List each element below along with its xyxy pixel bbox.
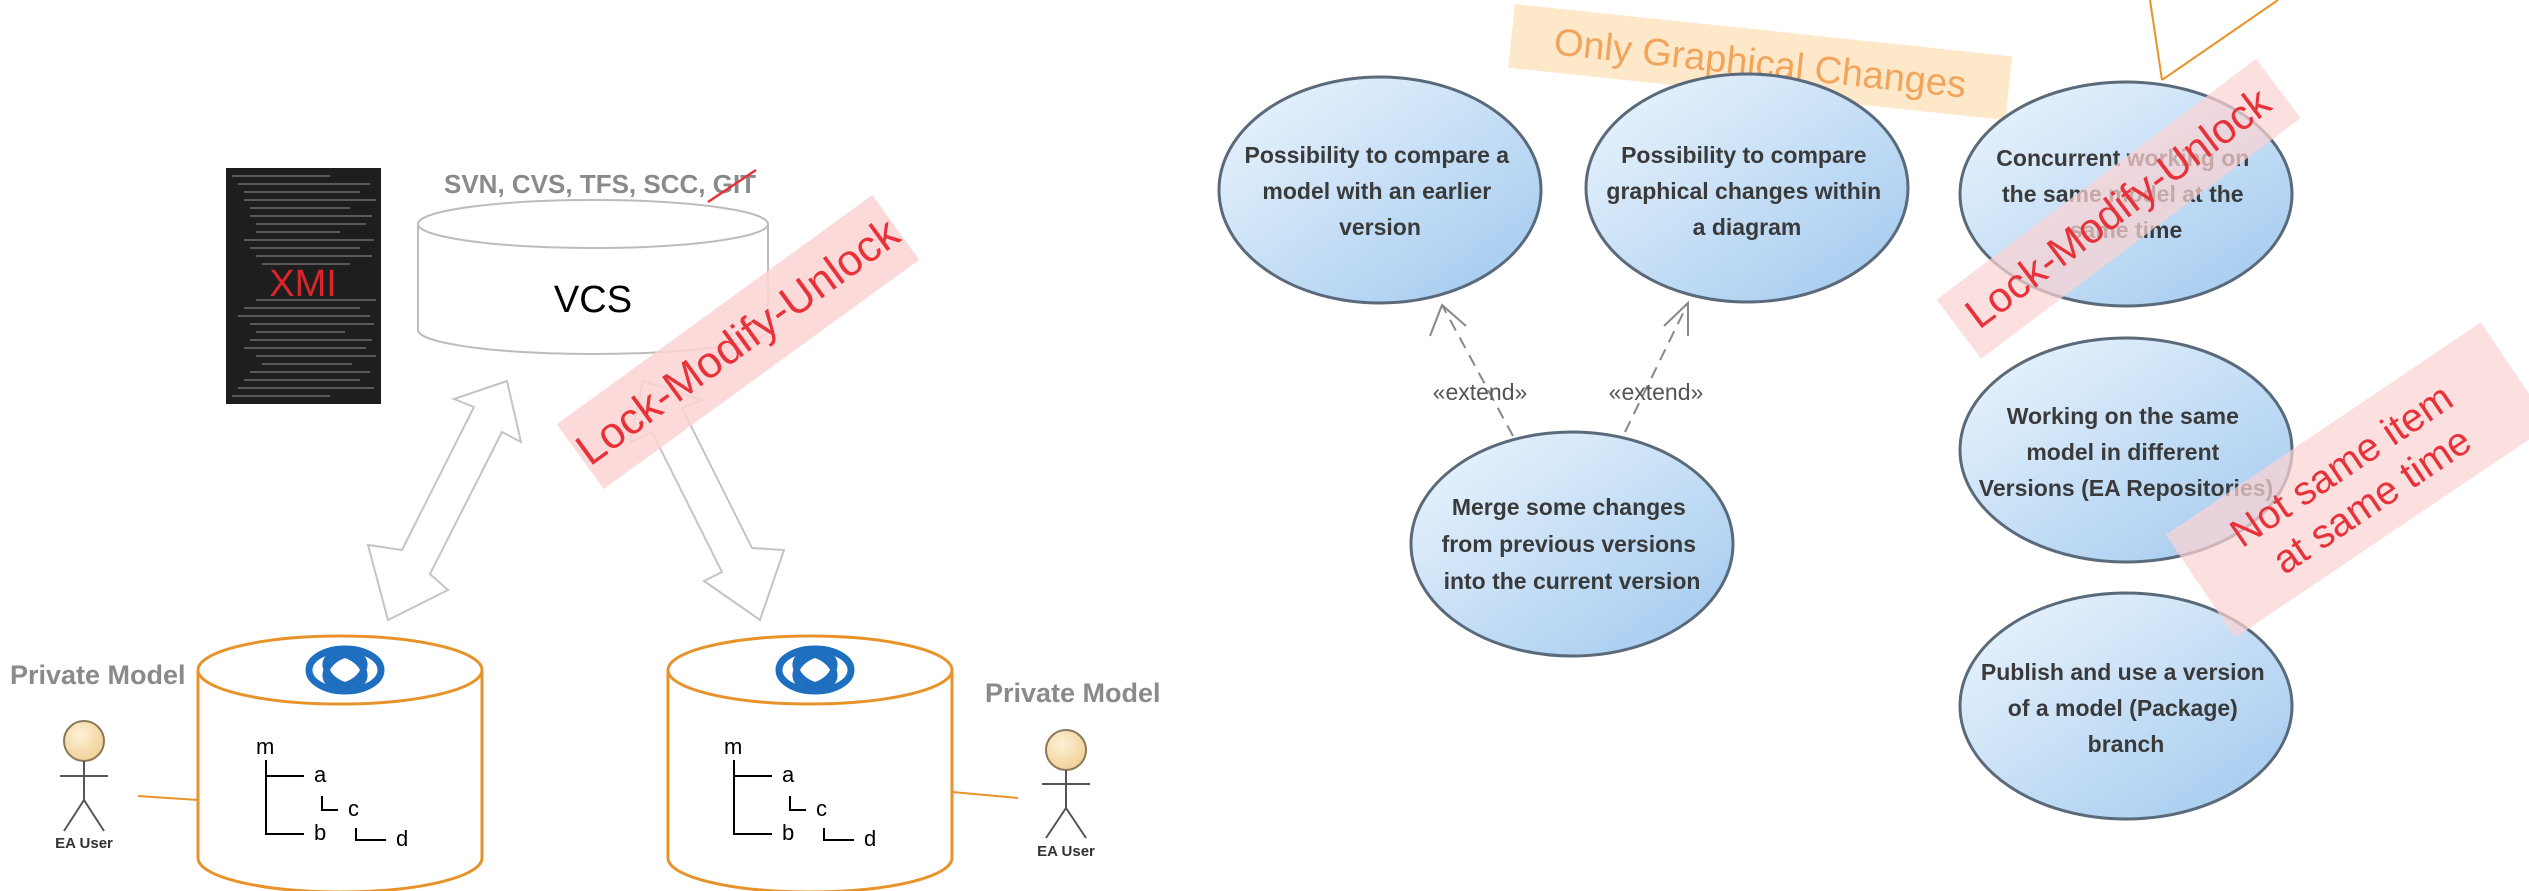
- uc-line: of a model (Package): [2008, 695, 2238, 721]
- uc-line: Possibility to compare a: [1245, 142, 1510, 168]
- private-model-left: Private Model EA User m a c b d: [10, 634, 484, 891]
- extend-label-2: «extend»: [1609, 379, 1704, 405]
- use-case-compare-version[interactable]: Possibility to compare a model with an e…: [1217, 75, 1543, 305]
- svg-text:Merge some changes from: Merge some changes from previous version…: [1442, 494, 1703, 594]
- tree-node-d: d: [396, 826, 408, 851]
- actor-link-left: [137, 795, 199, 801]
- vcs-systems-text: SVN, CVS, TFS, SCC,: [444, 169, 713, 199]
- uc-line: into the current version: [1444, 568, 1701, 594]
- uc-line: model with an earlier: [1262, 178, 1491, 204]
- tree-node-b: b: [782, 820, 794, 845]
- uc-line: model in different: [2026, 439, 2219, 465]
- tree-node-b: b: [314, 820, 326, 845]
- uc-line: a diagram: [1693, 214, 1802, 240]
- use-case-merge-changes[interactable]: Merge some changes from previous version…: [1409, 430, 1735, 658]
- model-tree-right: m a c b d: [724, 734, 876, 851]
- xmi-file-thumbnail: XMI: [226, 168, 381, 404]
- ea-user-actor-left: [60, 720, 108, 832]
- uc-line: branch: [2088, 731, 2165, 757]
- ea-user-actor-right: [1042, 729, 1090, 839]
- ea-user-right-label: EA User: [1037, 843, 1095, 860]
- ea-logo-icon-right: [775, 645, 855, 695]
- uc-line: version: [1339, 214, 1421, 240]
- extend-relation-1: [1429, 303, 1514, 437]
- xmi-label: XMI: [269, 263, 337, 305]
- tree-node-a: a: [314, 762, 327, 787]
- svg-text:Publish and use a version: Publish and use a version of a model (Pa…: [1981, 659, 2271, 757]
- svg-text:Possibility to compare g: Possibility to compare graphical changes…: [1606, 142, 1887, 240]
- tree-node-d: d: [864, 826, 876, 851]
- use-case-compare-graphical[interactable]: Possibility to compare graphical changes…: [1584, 72, 1910, 304]
- svg-text:SVN, CVS, TFS, SCC, GIT: SVN, CVS, TFS, SCC, GIT: [444, 169, 756, 199]
- tree-node-c: c: [348, 796, 359, 821]
- uc-line: Working on the same: [2007, 403, 2239, 429]
- uc-line: graphical changes within: [1606, 178, 1881, 204]
- private-model-right: m a c b d Private Model EA User: [666, 634, 1161, 891]
- vcs-repository-cylinder: VCS: [417, 199, 769, 355]
- uc-line: Merge some changes: [1452, 494, 1686, 520]
- tree-node-c: c: [816, 796, 827, 821]
- private-model-left-label: Private Model: [10, 660, 186, 690]
- uc-line: Publish and use a version: [1981, 659, 2265, 685]
- actor-link-right: [951, 791, 1019, 799]
- uc-line: Possibility to compare: [1621, 142, 1866, 168]
- svg-text:Possibility to compare a: Possibility to compare a model with an e…: [1245, 142, 1516, 240]
- ea-user-left-label: EA User: [55, 835, 113, 852]
- git-strike-line: [707, 168, 757, 204]
- vcs-label: VCS: [554, 279, 632, 321]
- tree-node-m: m: [724, 734, 742, 759]
- extend-label-1: «extend»: [1433, 379, 1528, 405]
- model-tree-left: m a c b d: [256, 734, 408, 851]
- private-model-right-label: Private Model: [985, 678, 1161, 708]
- tree-node-m: m: [256, 734, 274, 759]
- use-case-publish-branch[interactable]: Publish and use a version of a model (Pa…: [1958, 591, 2294, 821]
- vcs-systems-label: SVN, CVS, TFS, SCC, GIT: [444, 168, 757, 204]
- uc-line: from previous versions: [1442, 531, 1696, 557]
- extend-relation-2: [1624, 300, 1689, 433]
- sync-arrow-left: [366, 379, 523, 622]
- tree-node-a: a: [782, 762, 795, 787]
- note-connector-lines: [2149, 0, 2279, 81]
- ea-logo-icon-left: [305, 645, 385, 695]
